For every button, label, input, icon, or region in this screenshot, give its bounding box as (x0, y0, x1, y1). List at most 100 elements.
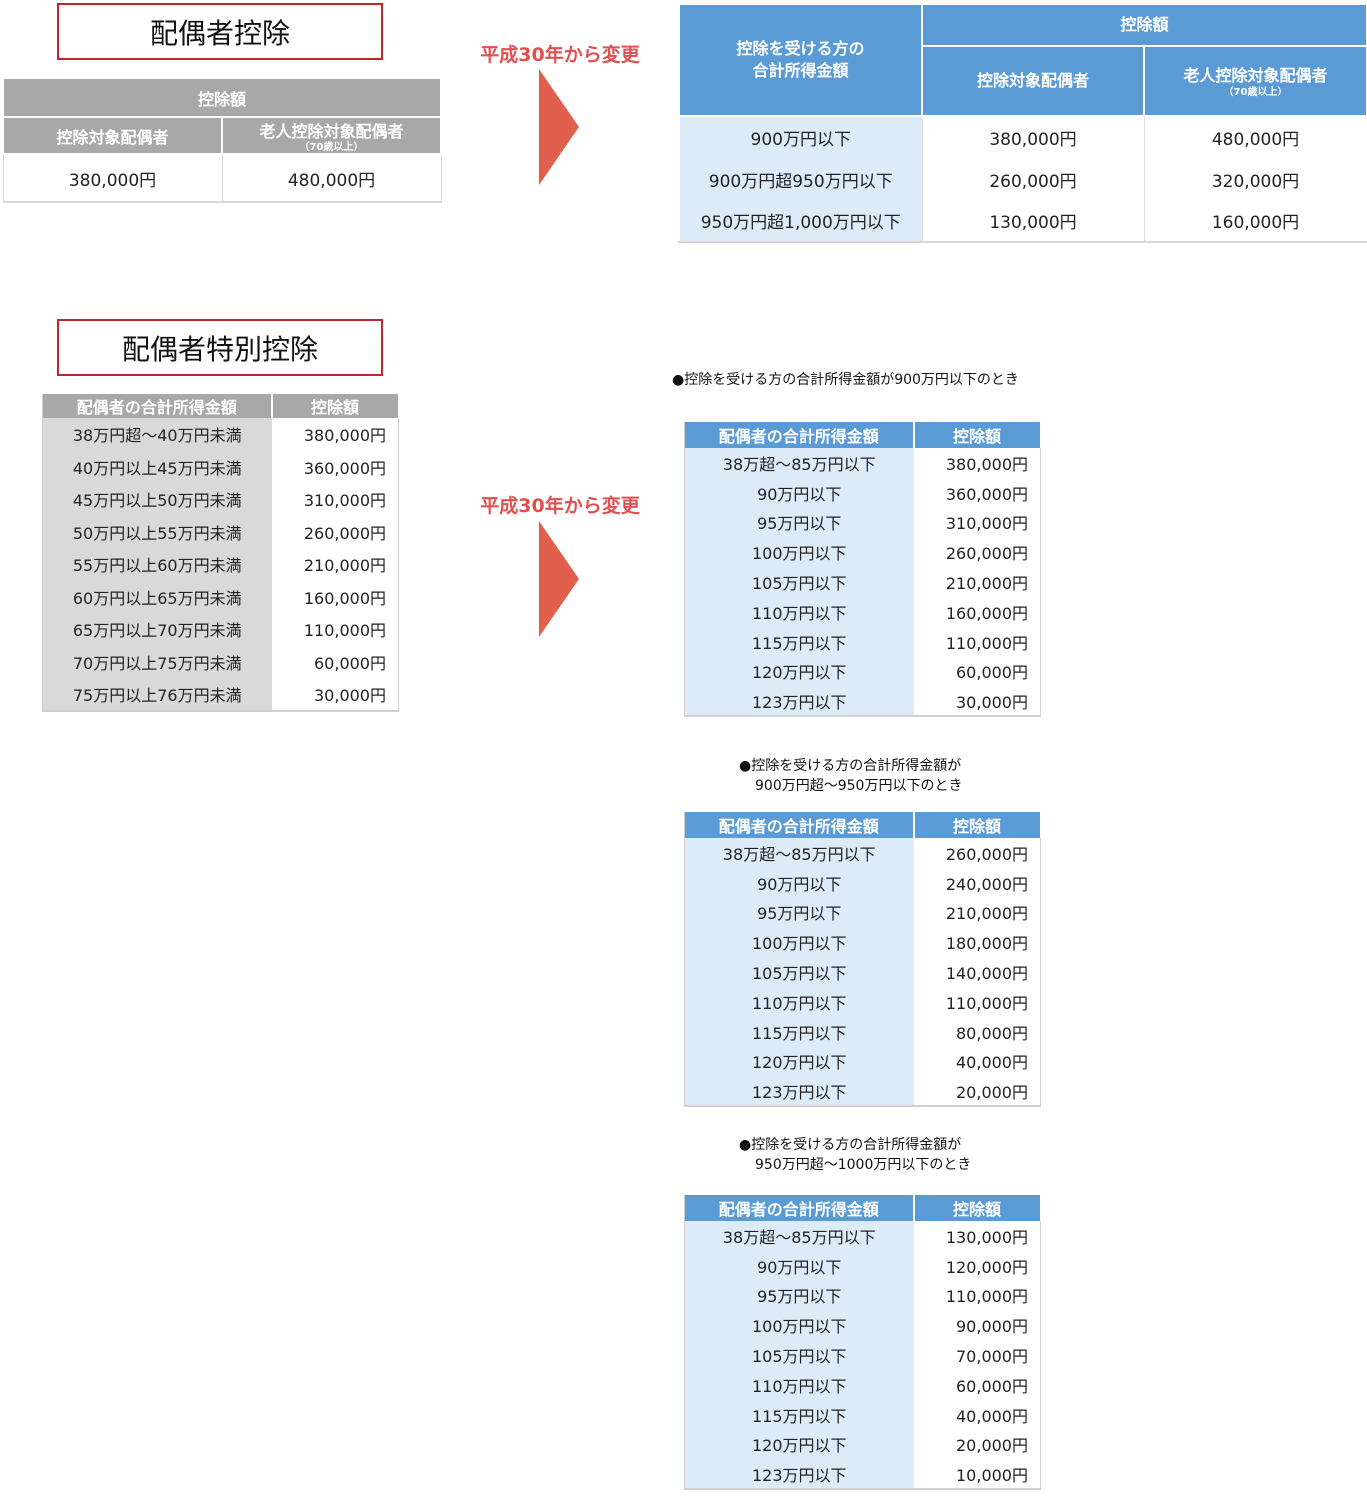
deduction-amount-cell: 360,000円 (913, 477, 1041, 508)
deduction-amount-cell: 380,000円 (913, 448, 1041, 478)
deduction-amount-cell: 60,000円 (271, 645, 399, 678)
deduction-amount-cell: 80,000円 (913, 1016, 1041, 1047)
income-range-cell: 105万円以下 (684, 567, 914, 597)
deduction-amount-cell: 60,000円 (913, 1369, 1041, 1400)
income-range-cell: 38万超～85万円以下 (684, 1221, 914, 1251)
spouse-header: 控除対象配偶者 (2, 116, 223, 155)
income-header: 控除を受ける方の合計所得金額 (678, 3, 923, 117)
condition-note: ●控除を受ける方の合計所得金額が 950万円超～1000万円以下のとき (739, 1135, 971, 1175)
elderly-spouse-label: 老人控除対象配偶者 (259, 122, 404, 141)
income-range-cell: 100万円以下 (684, 1310, 914, 1341)
income-range-cell: 100万円以下 (684, 927, 914, 958)
elderly-cell: 160,000円 (1143, 200, 1367, 243)
elderly-spouse-value: 480,000円 (221, 154, 442, 203)
condition-note-line1: ●控除を受ける方の合計所得金額が (739, 1137, 962, 1153)
deduction-amount-cell: 110,000円 (913, 1280, 1041, 1311)
income-range-cell: 38万円超～40万円未満 (42, 418, 272, 451)
deduction-amount-cell: 30,000円 (271, 678, 399, 712)
income-range-cell: 115万円以下 (684, 626, 914, 657)
income-range-cell: 120万円以下 (684, 656, 914, 687)
table-row: 900万円超950万円以下 260,000円 320,000円 (678, 158, 1367, 200)
spouse-deduction-new-table: 控除を受ける方の合計所得金額 控除額 控除対象配偶者 老人控除対象配偶者 （70… (678, 3, 1367, 243)
deduction-amount-cell: 90,000円 (913, 1310, 1041, 1341)
income-range-cell: 110万円以下 (684, 1369, 914, 1400)
income-range-cell: 123万円以下 (684, 686, 914, 718)
deduction-amount-cell: 260,000円 (913, 838, 1041, 868)
age-note: （70歳以上） (1223, 86, 1288, 98)
income-range-cell: 90万円以下 (684, 477, 914, 508)
elderly-spouse-label: 老人控除対象配偶者 (1183, 65, 1328, 85)
deduction-amount-cell: 30,000円 (913, 686, 1041, 718)
income-range-cell: 105万円以下 (684, 1340, 914, 1370)
deduction-amount-cell: 20,000円 (913, 1076, 1041, 1108)
deduction-amount-cell: 40,000円 (913, 1399, 1041, 1430)
condition-note-line1: ●控除を受ける方の合計所得金額が (739, 758, 962, 774)
income-range-cell: 95万円以下 (684, 897, 914, 928)
income-range-cell: 120万円以下 (684, 1046, 914, 1077)
income-range-cell: 45万円以上50万円未満 (42, 483, 272, 516)
income-range-cell: 40万円以上45万円未満 (42, 450, 272, 483)
spouse-cell: 260,000円 (921, 158, 1145, 200)
deduction-amount-cell: 60,000円 (913, 656, 1041, 687)
deduction-amount-header: 控除額 (913, 422, 1042, 448)
income-range-cell: 90万円以下 (684, 1250, 914, 1281)
table-row: 950万円超1,000万円以下 130,000円 160,000円 (678, 200, 1367, 243)
spouse-deduction-title: 配偶者控除 (57, 3, 383, 60)
elderly-spouse-header: 老人控除対象配偶者 （70歳以上） (220, 116, 443, 155)
income-range-cell: 115万円以下 (684, 1399, 914, 1430)
elderly-cell: 480,000円 (1143, 116, 1367, 158)
income-cell: 900万円以下 (678, 116, 923, 158)
deduction-amount-cell: 140,000円 (913, 957, 1041, 987)
income-range-cell: 105万円以下 (684, 957, 914, 987)
income-range-cell: 70万円以上75万円未満 (42, 645, 272, 678)
income-range-cell: 60万円以上65万円未満 (42, 580, 272, 613)
income-range-cell: 90万円以下 (684, 867, 914, 898)
change-arrow-icon (539, 521, 579, 637)
spouse-income-header: 配偶者の合計所得金額 (684, 422, 915, 448)
deduction-amount-cell: 310,000円 (271, 483, 399, 516)
deduction-amount-cell: 110,000円 (913, 626, 1041, 657)
deduction-amount-cell: 160,000円 (271, 580, 399, 613)
income-range-cell: 50万円以上55万円未満 (42, 515, 272, 548)
spouse-header: 控除対象配偶者 (921, 45, 1145, 117)
condition-note-line2: 950万円超～1000万円以下のとき (755, 1157, 972, 1173)
deduction-amount-cell: 70,000円 (913, 1340, 1041, 1370)
income-range-cell: 38万超～85万円以下 (684, 838, 914, 868)
income-cell: 950万円超1,000万円以下 (678, 200, 923, 243)
deduction-amount-cell: 210,000円 (913, 567, 1041, 597)
deduction-amount-header: 控除額 (913, 812, 1042, 838)
income-range-cell: 55万円以上60万円未満 (42, 548, 272, 581)
deduction-amount-cell: 210,000円 (913, 897, 1041, 928)
deduction-amount-cell: 260,000円 (913, 537, 1041, 568)
deduction-amount-cell: 180,000円 (913, 927, 1041, 958)
elderly-spouse-header: 老人控除対象配偶者 （70歳以上） (1142, 45, 1367, 117)
spouse-income-header: 配偶者の合計所得金額 (684, 1195, 915, 1221)
deduction-amount-cell: 240,000円 (913, 867, 1041, 898)
deduction-amount-header: 控除額 (920, 3, 1367, 47)
